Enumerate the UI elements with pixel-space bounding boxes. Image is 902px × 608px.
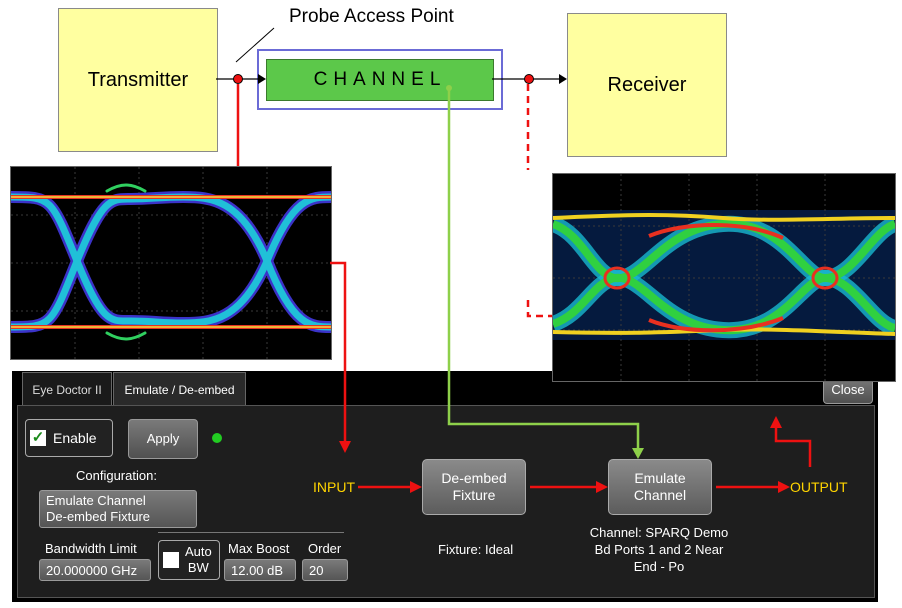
- rx-probe-point: [524, 74, 534, 84]
- diagram-connectors: [216, 27, 567, 170]
- configuration-label: Configuration:: [76, 468, 157, 483]
- bandwidth-limit-label: Bandwidth Limit: [45, 541, 137, 556]
- tx-eye-diagram: [10, 166, 332, 360]
- tab-emulate-deembed[interactable]: Emulate / De-embed: [113, 372, 246, 406]
- order-label: Order: [308, 541, 342, 556]
- tab-eye-doctor[interactable]: Eye Doctor II: [22, 372, 112, 406]
- apply-button[interactable]: Apply: [128, 419, 198, 459]
- enable-label: Enable: [53, 430, 97, 446]
- configuration-select[interactable]: Emulate Channel De-embed Fixture: [39, 490, 197, 528]
- transmitter-block: Transmitter: [58, 8, 218, 152]
- channel-probe-point: [446, 85, 452, 91]
- enable-checkbox[interactable]: ✓: [30, 429, 46, 446]
- order-field[interactable]: 20: [302, 559, 348, 581]
- auto-bw-toggle[interactable]: Auto BW: [158, 540, 220, 580]
- emulate-channel-button[interactable]: Emulate Channel: [608, 459, 712, 515]
- auto-bw-label: Auto: [185, 544, 212, 559]
- rx-eye-diagram: [552, 173, 896, 382]
- channel-caption: Channel: SPARQ Demo Bd Ports 1 and 2 Nea…: [589, 525, 729, 574]
- divider: [158, 532, 344, 533]
- tx-probe-point: [233, 74, 243, 84]
- auto-bw-checkbox[interactable]: [163, 552, 179, 568]
- tx-to-input-arrow: [330, 261, 351, 453]
- tx-eye-plot: [11, 167, 331, 359]
- deembed-fixture-button[interactable]: De-embed Fixture: [422, 459, 526, 515]
- max-boost-label: Max Boost: [228, 541, 290, 556]
- fixture-caption: Fixture: Ideal: [438, 542, 514, 557]
- bandwidth-limit-field[interactable]: 20.000000 GHz: [39, 559, 151, 581]
- transmitter-label: Transmitter: [87, 68, 189, 91]
- probe-access-point-label: Probe Access Point: [289, 6, 454, 27]
- channel-label: CHANNEL: [313, 69, 447, 90]
- input-label: INPUT: [313, 479, 355, 495]
- status-indicator: [212, 433, 222, 443]
- output-label: OUTPUT: [790, 479, 848, 495]
- max-boost-field[interactable]: 12.00 dB: [224, 559, 296, 581]
- enable-toggle[interactable]: ✓ Enable: [25, 419, 113, 457]
- rx-eye-plot: [553, 174, 895, 381]
- rx-dashed-link: [526, 300, 552, 318]
